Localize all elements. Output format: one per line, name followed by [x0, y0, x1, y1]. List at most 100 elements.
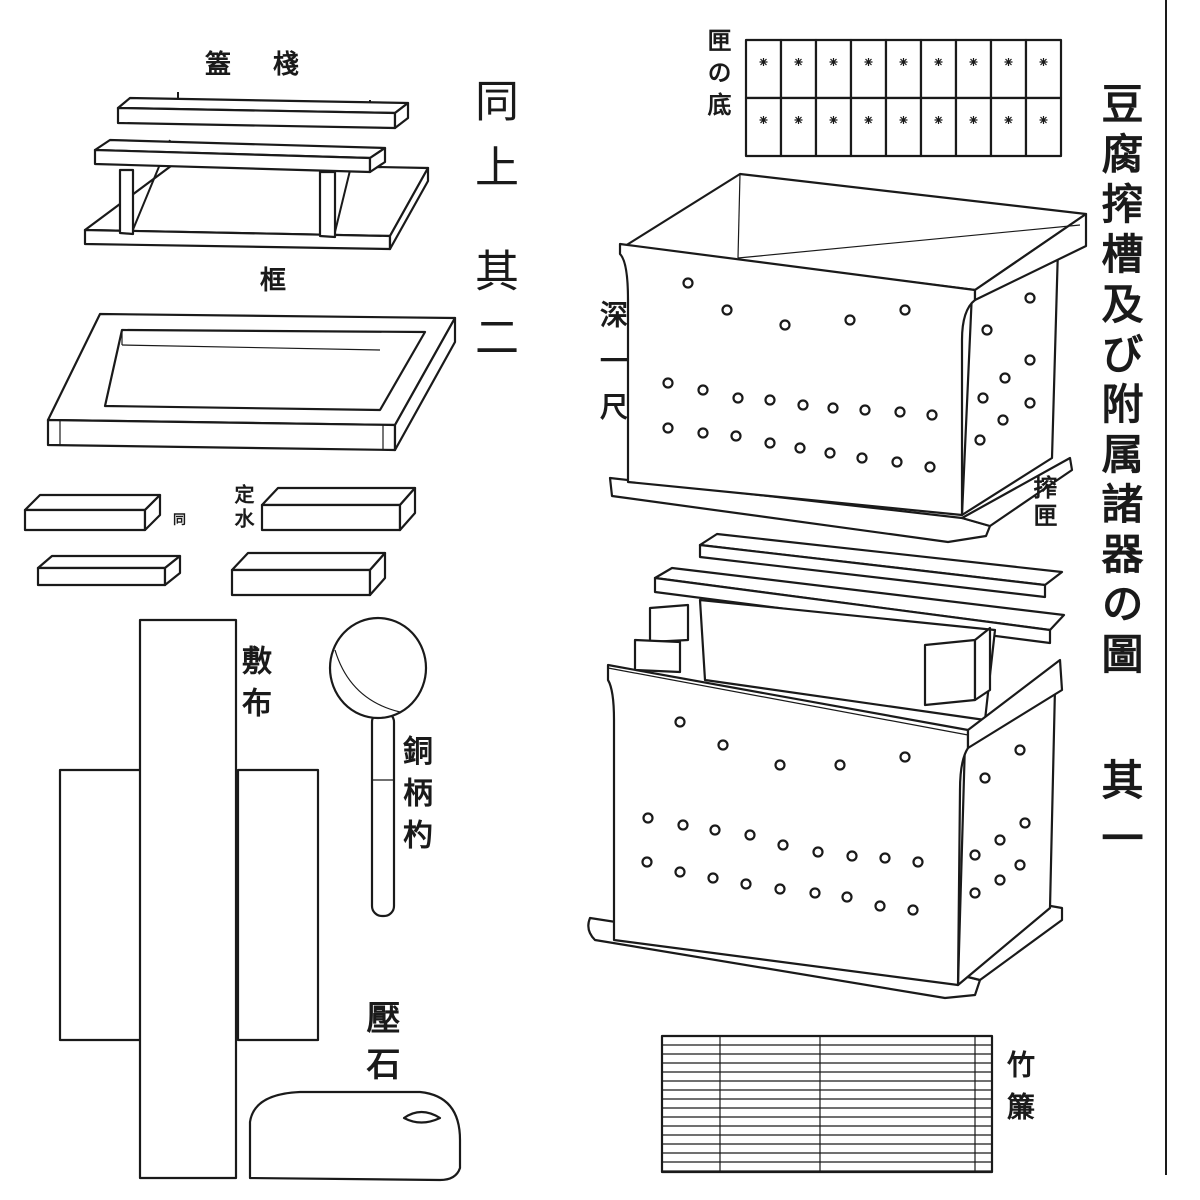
- grid-hole-mark: [864, 58, 873, 66]
- box-bottom-grid: [744, 38, 1063, 158]
- hole: [662, 377, 674, 389]
- grid-hole-mark: [934, 116, 943, 124]
- lid-plank-front: [698, 543, 1047, 599]
- hole: [812, 846, 824, 858]
- cloth-drawing: [58, 618, 320, 1180]
- hole: [899, 304, 911, 316]
- grid-hole-mark: [969, 58, 978, 66]
- grid-cell: [744, 96, 783, 158]
- grid-hole-mark: [1004, 58, 1013, 66]
- grid-hole-mark: [1004, 116, 1013, 124]
- grid-cell: [989, 38, 1028, 100]
- grid-cell: [849, 96, 888, 158]
- hole: [1014, 859, 1026, 871]
- hole: [721, 304, 733, 316]
- hole: [732, 392, 744, 404]
- hole: [824, 447, 836, 459]
- hole: [662, 422, 674, 434]
- label-frame: 框: [260, 266, 287, 296]
- hole: [774, 883, 786, 895]
- hole: [834, 759, 846, 771]
- grid-cell: [1024, 38, 1063, 100]
- weight-blocks: [23, 486, 417, 597]
- hole: [764, 437, 776, 449]
- hole: [874, 900, 886, 912]
- stone-handle-hole: [402, 1110, 442, 1124]
- cloth-right-flap: [236, 768, 320, 1042]
- hole: [977, 392, 989, 404]
- hole: [841, 891, 853, 903]
- hole: [682, 277, 694, 289]
- hole: [999, 372, 1011, 384]
- hole: [844, 314, 856, 326]
- upper-box-inner-corner: [737, 173, 741, 259]
- drain-holes: [641, 277, 1036, 916]
- grid-cell: [1024, 96, 1063, 158]
- grid-cell: [814, 96, 853, 158]
- label-stand: 篕 棧: [205, 50, 308, 80]
- hole: [969, 849, 981, 861]
- cloth-left-flap: [58, 768, 144, 1042]
- ladle-handle: [370, 710, 396, 918]
- label-ladle: 銅柄杓: [397, 735, 432, 861]
- hole: [969, 887, 981, 899]
- grid-hole-mark: [864, 116, 873, 124]
- hole: [859, 404, 871, 416]
- hole: [894, 406, 906, 418]
- hole: [997, 414, 1009, 426]
- hole: [809, 887, 821, 899]
- hole: [642, 812, 654, 824]
- hole: [697, 384, 709, 396]
- grid-cell: [744, 38, 783, 100]
- grid-cell: [779, 38, 818, 100]
- lid-block-left: [648, 603, 690, 644]
- subtitle-part: 其二: [467, 248, 518, 380]
- label-depth: 深一尺: [596, 300, 629, 438]
- hole: [744, 829, 756, 841]
- grid-cell: [884, 96, 923, 158]
- label-cloth: 敷布: [236, 645, 271, 729]
- hole: [764, 394, 776, 406]
- hole: [981, 324, 993, 336]
- hole: [1024, 292, 1036, 304]
- lower-box-rim-side: [966, 658, 1064, 750]
- stand-post-right: [318, 170, 337, 239]
- grid-cell: [814, 38, 853, 100]
- label-weights: 定水: [231, 484, 255, 532]
- grid-hole-mark: [899, 116, 908, 124]
- grid-cell: [919, 38, 958, 100]
- grid-cell: [954, 38, 993, 100]
- lid-block-left-low: [633, 638, 682, 674]
- hole: [899, 751, 911, 763]
- hole: [879, 852, 891, 864]
- hole: [994, 874, 1006, 886]
- hole: [707, 872, 719, 884]
- grid-cell: [954, 96, 993, 158]
- ladle-drawing: [328, 616, 428, 918]
- ladle-cup-rim: [334, 649, 401, 713]
- label-box-bottom: 匣の底: [703, 28, 732, 124]
- hole: [856, 452, 868, 464]
- label-press-box: 搾匣: [1029, 475, 1058, 531]
- frame-inner-edge: [121, 344, 381, 351]
- grid-cell: [989, 96, 1028, 158]
- upper-box-front: [618, 242, 977, 517]
- stand-plank-upper-side: [393, 101, 410, 130]
- upper-box-inner-floor: [737, 224, 1081, 259]
- bamboo-mat-outline: [660, 1034, 994, 1174]
- grid-hole-mark: [829, 116, 838, 124]
- main-title-part: 其一: [1095, 758, 1144, 874]
- grid-hole-mark: [794, 58, 803, 66]
- grid-hole-mark: [934, 58, 943, 66]
- hole: [1024, 397, 1036, 409]
- upper-box-rim-side: [973, 212, 1088, 302]
- grid-cell: [849, 38, 888, 100]
- grid-cell: [919, 96, 958, 158]
- hole: [740, 878, 752, 890]
- hole: [1014, 744, 1026, 756]
- hole: [979, 772, 991, 784]
- hole: [717, 739, 729, 751]
- stand-post-left: [118, 168, 135, 236]
